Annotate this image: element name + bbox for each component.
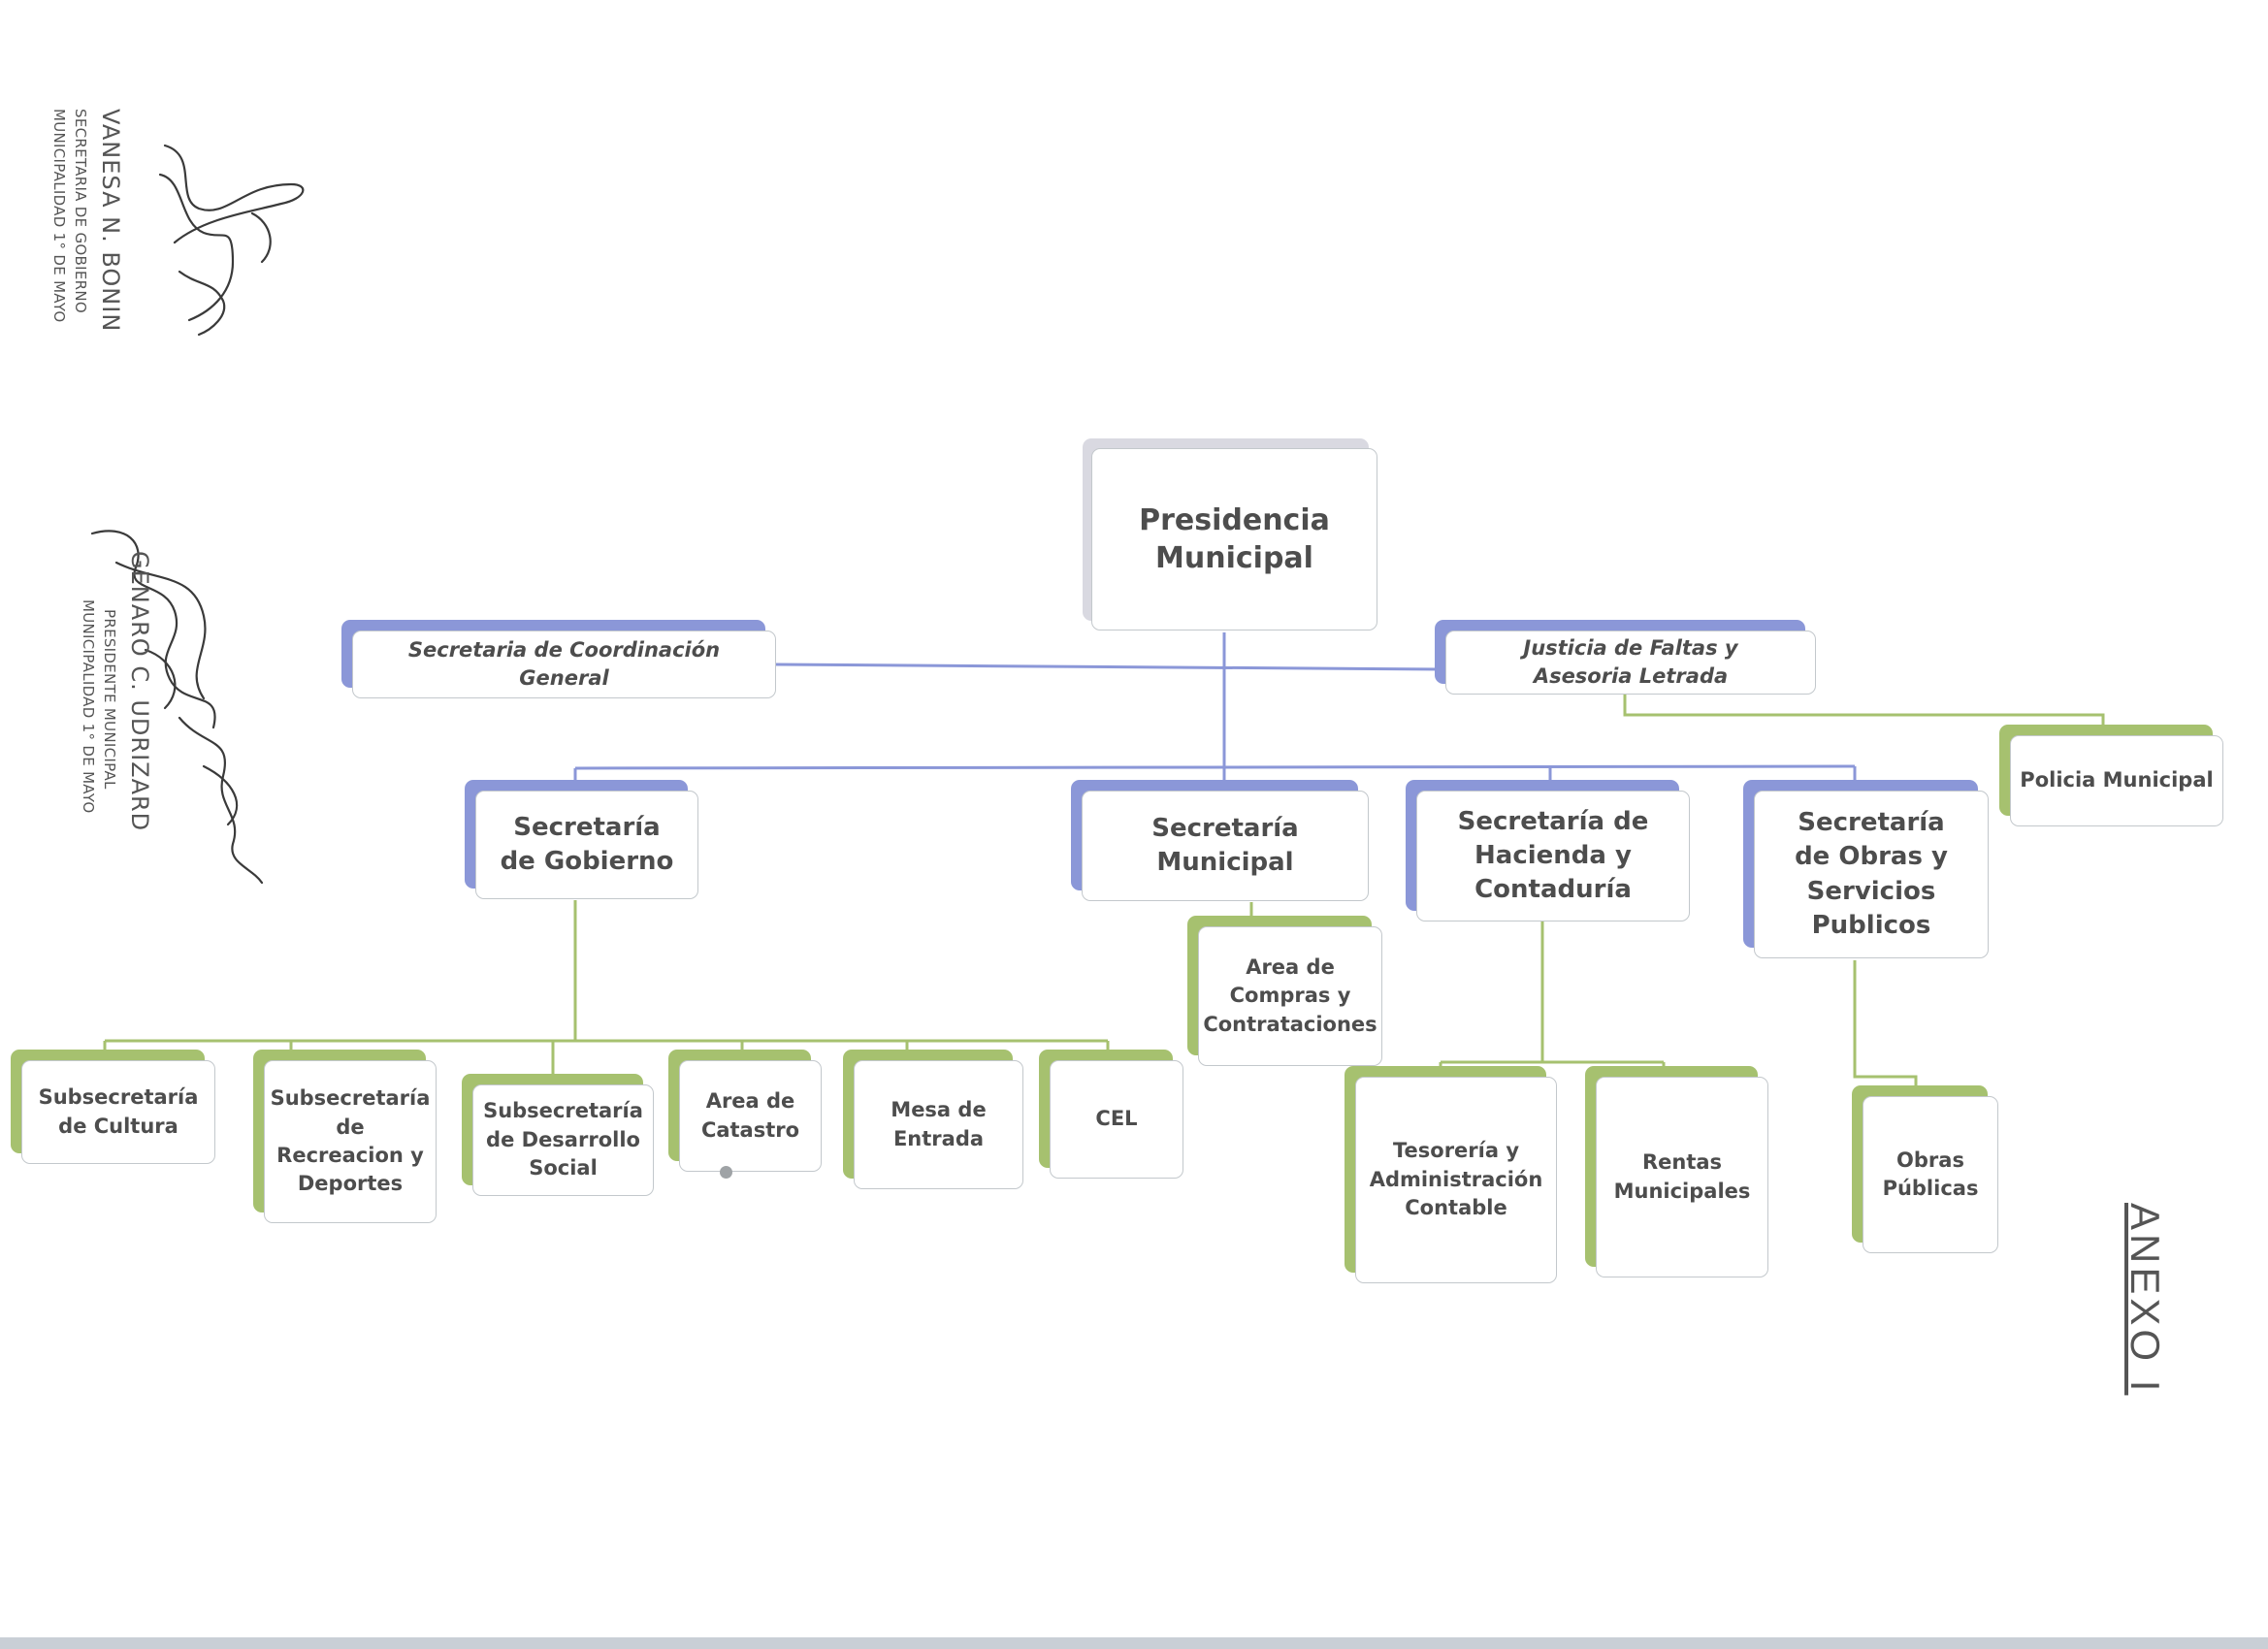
signature-2-role: PRESIDENTE MUNICIPAL — [101, 609, 118, 790]
box-justicia-de-faltas: Justicia de Faltas y Asesoria Letrada — [1445, 630, 1816, 695]
signature-2-name: GENARO C. UDRIZARD — [126, 551, 153, 832]
box-subsecretaria-cultura: Subsecretaría de Cultura — [21, 1060, 215, 1164]
signature-2-municipality: MUNICIPALIDAD 1° DE MAYO — [80, 599, 97, 814]
hacienda-label: Secretaría de Hacienda y Contaduría — [1457, 806, 1649, 905]
signature-1-municipality: MUNICIPALIDAD 1° DE MAYO — [50, 109, 68, 323]
handwritten-signature-1 — [158, 144, 305, 337]
coordinacion-label: Secretaria de Coordinación General — [407, 637, 721, 690]
gobierno-label: Secretaría de Gobierno — [500, 812, 674, 876]
municipal-label: Secretaría Municipal — [1151, 813, 1299, 877]
box-policia-municipal: Policia Municipal — [2010, 735, 2223, 826]
connector-justicia-policia — [1623, 695, 2105, 729]
box-secretaria-municipal: Secretaría Municipal — [1082, 791, 1369, 901]
desarrollo-label: Subsecretaría de Desarrollo Social — [483, 1099, 643, 1180]
signature-1-name: VANESA N. BONIN — [97, 109, 124, 333]
mesa-label: Mesa de Entrada — [891, 1098, 987, 1150]
box-presidencia-municipal: Presidencia Municipal — [1091, 448, 1377, 630]
scan-speck — [720, 1166, 732, 1179]
signature-1-role: SECRETARIA DE GOBIERNO — [72, 109, 89, 313]
presidencia-label: Presidencia Municipal — [1139, 503, 1330, 575]
recreacion-label: Subsecretaría de Recreacion y Deportes — [270, 1086, 431, 1196]
box-cel: CEL — [1050, 1060, 1183, 1179]
box-secretaria-hacienda: Secretaría de Hacienda y Contaduría — [1416, 791, 1690, 922]
box-secretaria-gobierno: Secretaría de Gobierno — [475, 791, 698, 899]
tesoreria-label: Tesorería y Administración Contable — [1369, 1139, 1543, 1220]
policia-label: Policia Municipal — [2020, 768, 2214, 792]
box-obras-publicas: Obras Públicas — [1863, 1096, 1998, 1253]
connector-secretarias-bar — [574, 764, 1856, 770]
justicia-label: Justicia de Faltas y Asesoria Letrada — [1523, 635, 1738, 688]
rentas-label: Rentas Municipales — [1613, 1150, 1751, 1203]
box-tesoreria: Tesorería y Administración Contable — [1355, 1077, 1557, 1283]
obras-publicas-label: Obras Públicas — [1882, 1148, 1979, 1200]
box-rentas-municipales: Rentas Municipales — [1596, 1077, 1768, 1277]
catastro-label: Area de Catastro — [700, 1089, 800, 1142]
handwritten-signature-2 — [90, 530, 264, 885]
box-subsecretaria-desarrollo: Subsecretaría de Desarrollo Social — [472, 1084, 654, 1196]
cel-label: CEL — [1095, 1107, 1138, 1131]
box-area-catastro: Area de Catastro — [679, 1060, 822, 1172]
connector-obras-publicas — [1853, 960, 1918, 1094]
box-mesa-de-entrada: Mesa de Entrada — [854, 1060, 1023, 1189]
cultura-label: Subsecretaría de Cultura — [38, 1085, 199, 1138]
box-subsecretaria-recreacion: Subsecretaría de Recreacion y Deportes — [264, 1060, 437, 1223]
box-secretaria-obras: Secretaría de Obras y Servicios Publicos — [1754, 791, 1989, 958]
obras-label: Secretaría de Obras y Servicios Publicos — [1795, 808, 1948, 940]
box-area-compras: Area de Compras y Contrataciones — [1198, 926, 1382, 1066]
connector-staff-bar — [775, 663, 1442, 671]
scan-bottom-edge — [0, 1637, 2268, 1649]
compras-label: Area de Compras y Contrataciones — [1203, 954, 1377, 1036]
box-secretaria-coordinacion: Secretaria de Coordinación General — [352, 630, 776, 698]
annex-label: ANEXO I — [2122, 1203, 2168, 1396]
